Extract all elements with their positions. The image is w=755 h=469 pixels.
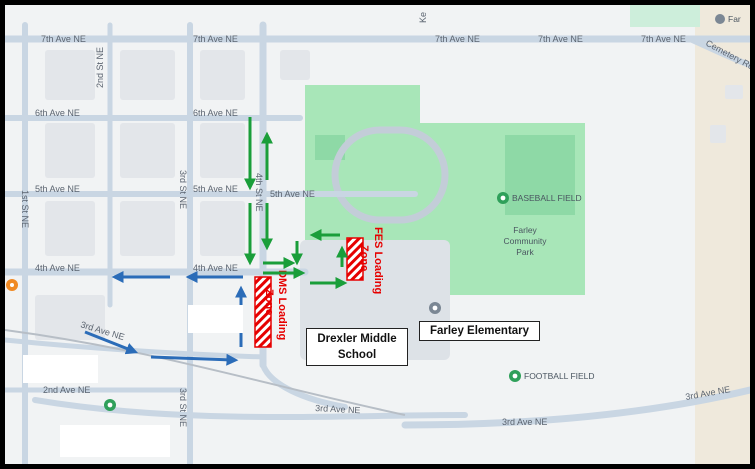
street-label: 5th Ave NE <box>35 184 80 194</box>
baseball-diamond <box>505 135 575 215</box>
street-label: 2nd St NE <box>95 47 105 88</box>
football-pin-icon[interactable] <box>509 370 521 382</box>
fes-zone-label: Zone <box>358 245 370 271</box>
school-name-line: School <box>337 349 377 361</box>
street-label: 3rd Ave NE <box>502 417 547 427</box>
fes-loading-zone[interactable] <box>346 237 364 281</box>
building-blocks <box>35 50 743 340</box>
street-label: 2nd Ave NE <box>43 385 90 395</box>
street-label: 5th Ave NE <box>193 184 238 194</box>
green-traffic-arrows <box>244 117 348 289</box>
restaurant-pin-icon[interactable] <box>6 279 18 291</box>
dms-zone-label: DMS Loading <box>276 270 288 340</box>
street-label: 7th Ave NE <box>641 34 686 44</box>
drexler-school-label: Drexler Middle School <box>306 328 408 366</box>
farmland-east <box>695 5 750 464</box>
baseball-pin-icon[interactable] <box>497 192 509 204</box>
street-label: 7th Ave NE <box>538 34 583 44</box>
dms-zone-label: Zone <box>263 289 275 315</box>
baseball-field-label: BASEBALL FIELD <box>512 193 582 203</box>
redaction-block <box>23 355 98 383</box>
street-label: 6th Ave NE <box>193 108 238 118</box>
dms-loading-zone[interactable] <box>254 276 272 348</box>
farley-school-label: Farley Elementary <box>419 321 540 341</box>
redaction-block <box>60 425 170 457</box>
school-pin-icon[interactable] <box>429 302 441 314</box>
street-label: 3rd Ave NE <box>315 403 361 415</box>
blue-traffic-arrows <box>84 271 247 366</box>
park-label: Community <box>504 236 548 246</box>
school-name-line: Drexler Middle <box>317 333 397 345</box>
park-pin-icon[interactable] <box>104 399 116 411</box>
park-label: Park <box>516 247 534 257</box>
redaction-block <box>188 305 243 333</box>
football-field-label: FOOTBALL FIELD <box>524 371 595 381</box>
fes-zone-label: FES Loading <box>372 227 384 294</box>
street-label: 3rd St NE <box>178 170 188 209</box>
railroad <box>5 329 406 416</box>
street-label: 7th Ave NE <box>435 34 480 44</box>
street-label: 4th St NE <box>254 173 264 212</box>
running-track <box>331 126 449 224</box>
street-label: 5th Ave NE <box>270 189 315 199</box>
green-area-top <box>630 5 700 27</box>
street-label: 7th Ave NE <box>193 34 238 44</box>
map[interactable]: 7th Ave NE 7th Ave NE 7th Ave NE 7th Ave… <box>5 5 750 464</box>
street-label: 6th Ave NE <box>35 108 80 118</box>
street-label: 1st St NE <box>20 190 30 228</box>
street-label: 7th Ave NE <box>41 34 86 44</box>
street-label: 3rd St NE <box>178 388 188 427</box>
park-label: Farley <box>513 225 537 235</box>
street-label: 4th Ave NE <box>35 263 80 273</box>
place-label: Far <box>728 14 741 24</box>
street-label: Ke <box>418 12 428 23</box>
cemetery-pin-icon[interactable] <box>715 14 725 24</box>
street-label: 4th Ave NE <box>193 263 238 273</box>
